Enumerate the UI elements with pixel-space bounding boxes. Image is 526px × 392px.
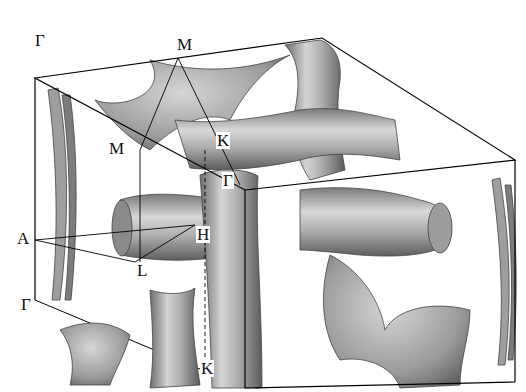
point-label: Γ [34,32,46,49]
point-label: H [196,226,210,243]
zone-edges [35,38,515,388]
point-label: K [216,132,230,149]
point-label: M [176,36,193,53]
point-label: L [136,262,148,279]
point-label: M [108,140,125,157]
point-label: Γ [222,172,234,189]
symmetry-path [35,58,240,360]
point-label: K [200,360,214,377]
point-label: Γ [20,296,32,313]
fermi-surface [48,40,516,388]
point-label: A [16,230,30,247]
